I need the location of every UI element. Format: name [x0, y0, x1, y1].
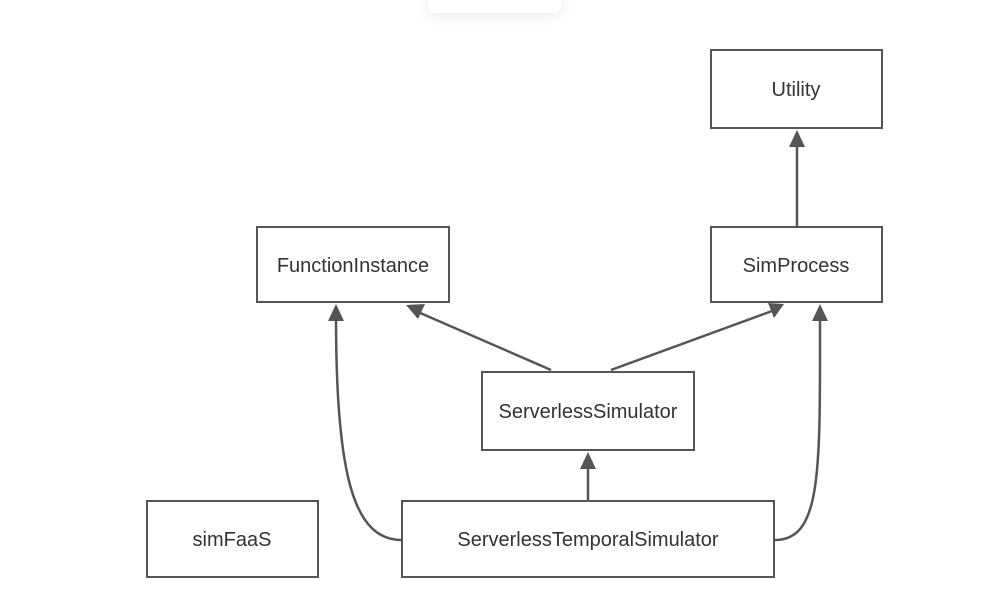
arrowhead-functioninstance-right [406, 304, 425, 319]
floating-toolbar[interactable] [428, 0, 561, 13]
node-utility[interactable]: Utility [710, 49, 883, 129]
node-label-sim-process: SimProcess [743, 255, 850, 277]
arrowhead-serverlesssimulator [580, 452, 596, 469]
arrowhead-functioninstance-left [328, 304, 344, 321]
node-label-function-instance: FunctionInstance [277, 255, 429, 277]
node-label-serverless-temporal-simulator: ServerlessTemporalSimulator [457, 529, 719, 551]
node-serverless-temporal-simulator[interactable]: ServerlessTemporalSimulator [401, 500, 775, 578]
edge-serverlesssimulator-simprocess [610, 309, 773, 372]
node-function-instance[interactable]: FunctionInstance [256, 226, 450, 303]
node-label-utility: Utility [772, 79, 821, 101]
edge-temporal-functioninstance [334, 317, 403, 542]
arrowhead-simprocess-right [812, 304, 828, 321]
arrowhead-utility [789, 130, 805, 147]
edge-serverlesssimulator-functioninstance [417, 310, 552, 372]
edge-temporal-simprocess [774, 317, 822, 542]
edges [328, 130, 828, 542]
arrowhead-simprocess-left [768, 303, 784, 318]
node-serverless-simulator[interactable]: ServerlessSimulator [481, 371, 695, 451]
node-label-sim-faas: simFaaS [193, 529, 272, 551]
node-sim-faas[interactable]: simFaaS [146, 500, 319, 578]
node-label-serverless-simulator: ServerlessSimulator [499, 401, 678, 423]
node-sim-process[interactable]: SimProcess [710, 226, 883, 303]
